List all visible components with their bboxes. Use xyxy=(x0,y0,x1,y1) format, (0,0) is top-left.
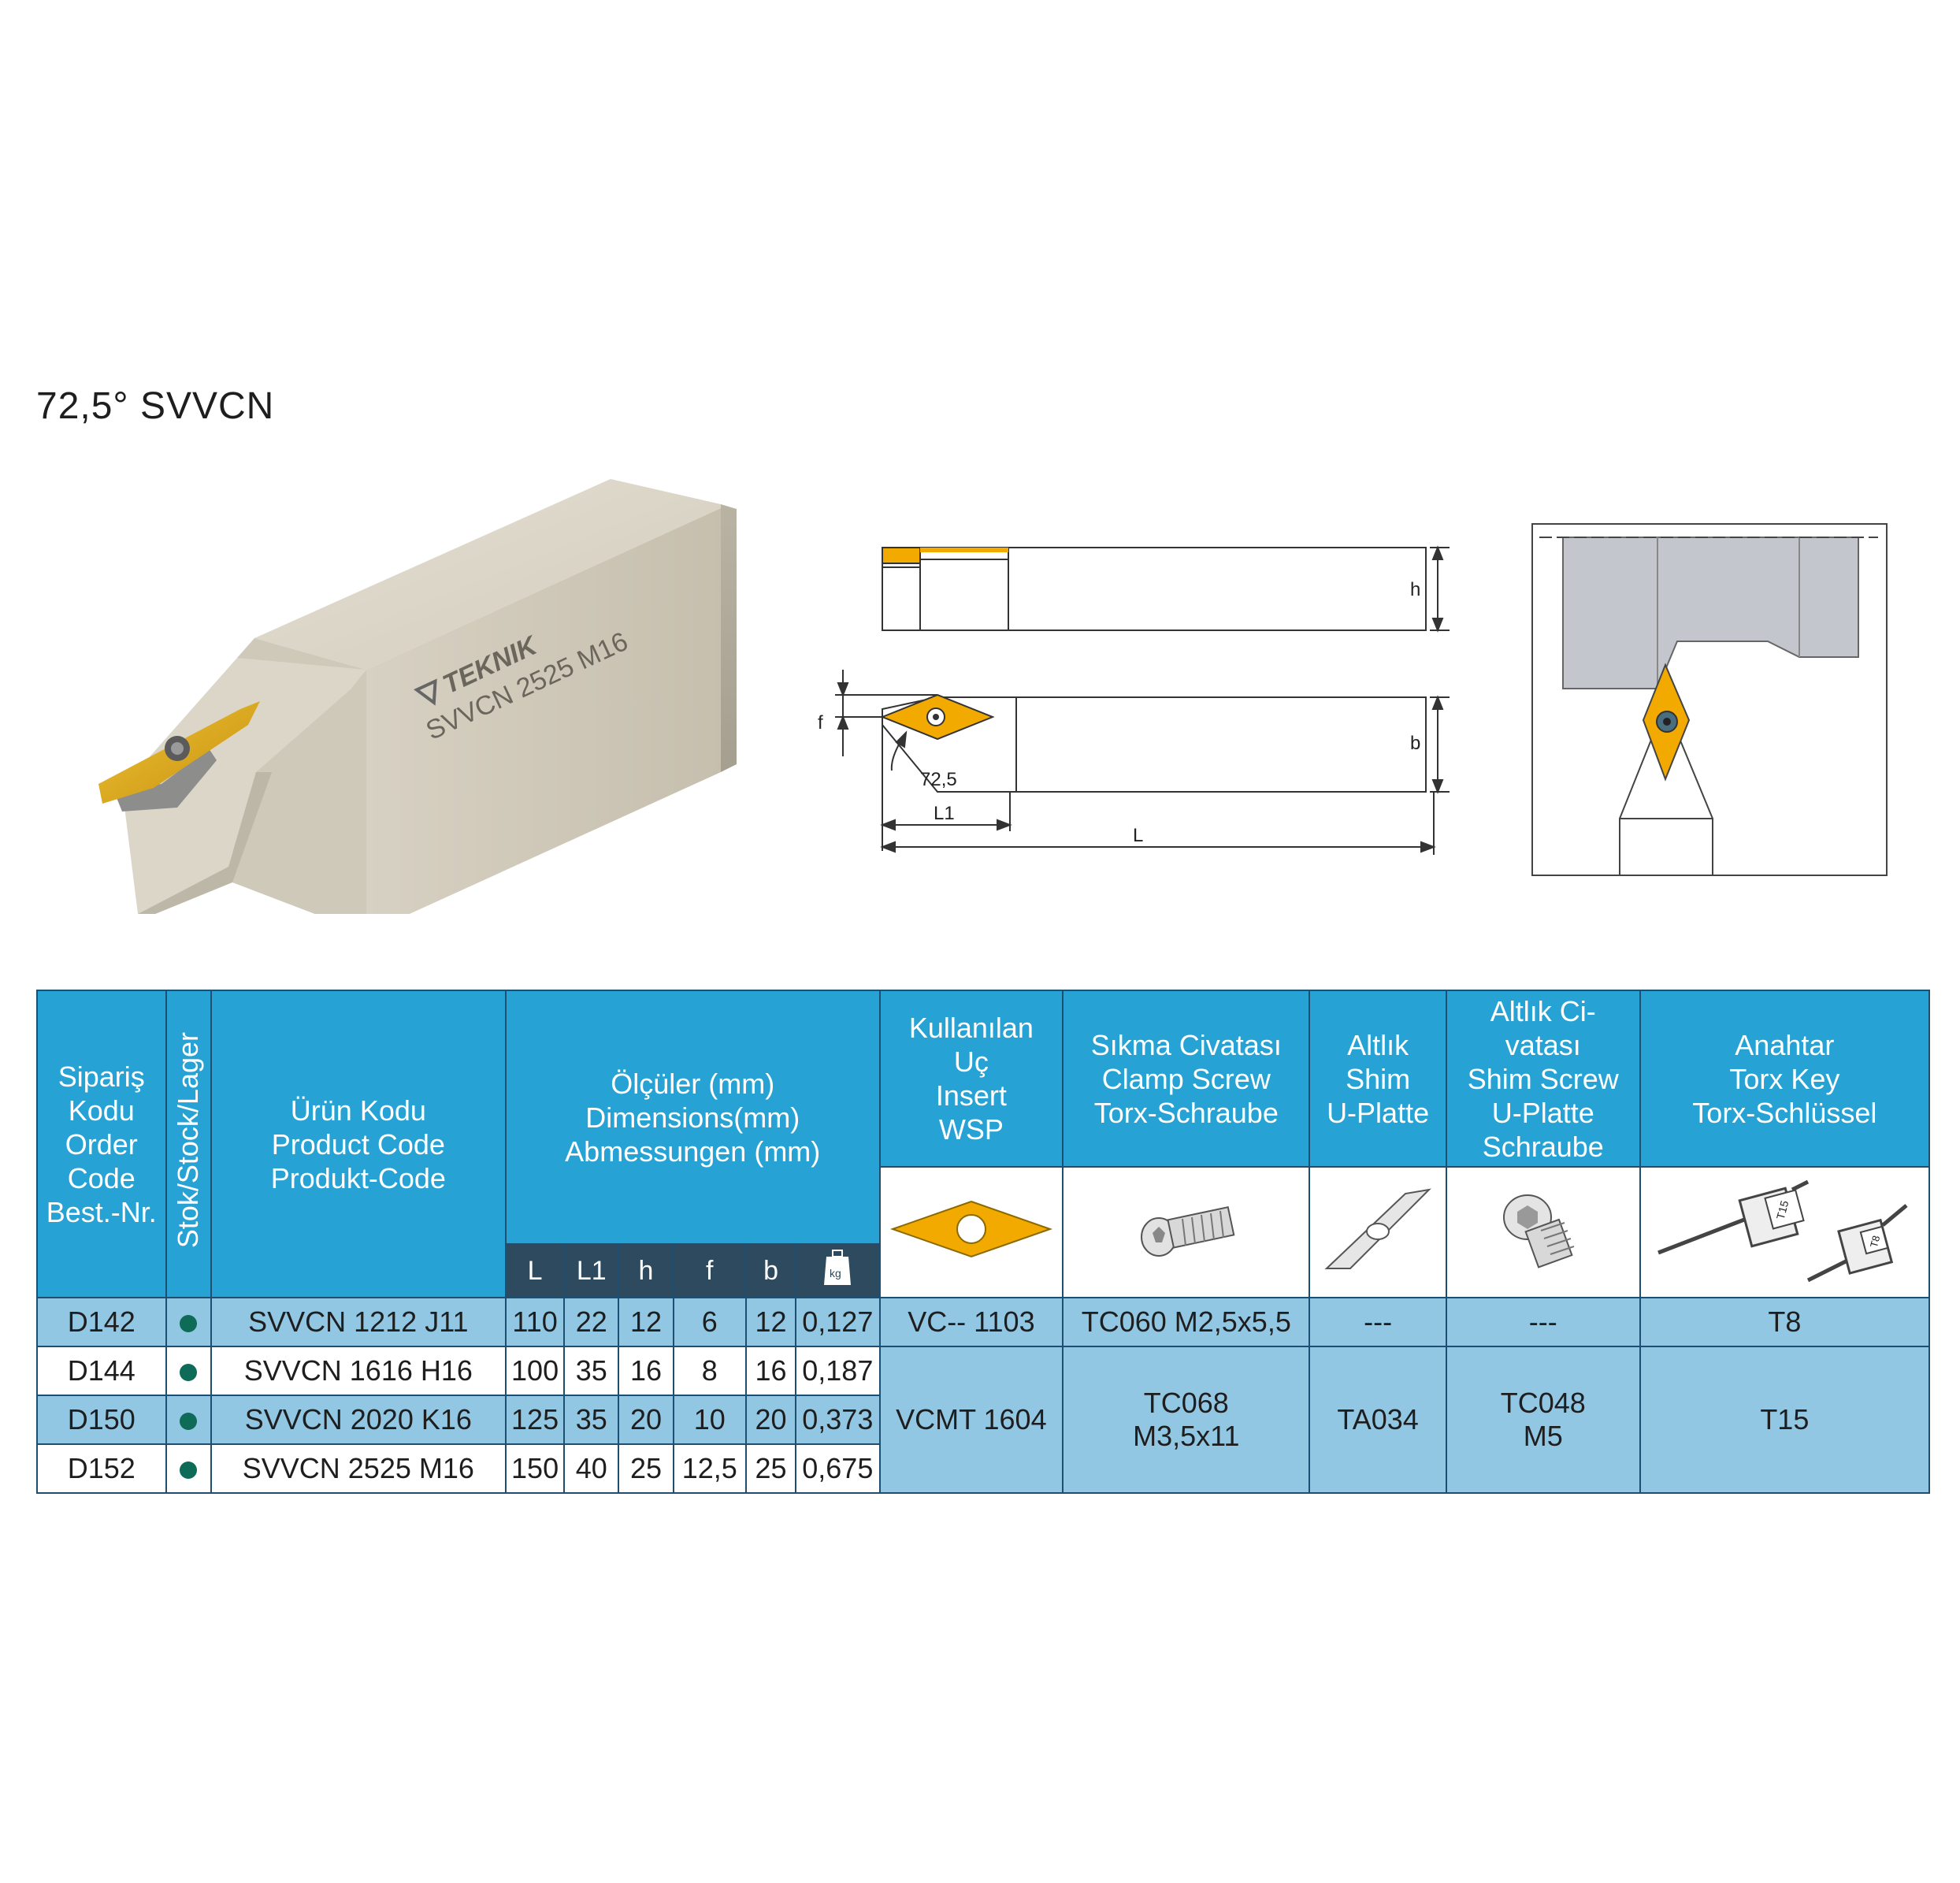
dim-h: 16 xyxy=(618,1346,674,1396)
dim-angle-label: 72,5 xyxy=(920,769,957,790)
stock-dot xyxy=(165,1443,212,1494)
dim-h: 20 xyxy=(618,1395,674,1445)
col-stock: Stok/Stock/Lager xyxy=(165,990,212,1298)
svg-text:kg: kg xyxy=(830,1267,841,1279)
torx-key-image: T15 T8 xyxy=(1639,1166,1931,1298)
application-view xyxy=(1531,523,1888,876)
dim-col-weight: kg xyxy=(795,1243,881,1298)
dim-l1-label: L1 xyxy=(934,803,955,824)
product-code: SVVCN 2525 M16 xyxy=(210,1443,507,1494)
order-code: D142 xyxy=(36,1297,167,1347)
product-code: SVVCN 1212 J11 xyxy=(210,1297,507,1347)
stock-dot xyxy=(165,1297,212,1347)
dim-b: 12 xyxy=(744,1297,797,1347)
clamp-screw-code: TC060 M2,5x5,5 xyxy=(1062,1297,1311,1347)
dim-l1: 22 xyxy=(563,1297,620,1347)
teknik-logo-icon xyxy=(414,678,437,706)
torx-key-icon: T15 T8 xyxy=(1657,1179,1908,1282)
page-title: 72,5° SVVCN xyxy=(36,385,275,427)
svg-text:T8: T8 xyxy=(1868,1234,1882,1249)
insert-image xyxy=(878,1166,1064,1298)
technical-drawing: h b f 72,5 L1 L xyxy=(818,545,1450,855)
dim-col-h: h xyxy=(618,1243,674,1298)
table-row: D142 SVVCN 1212 J11 110 22 12 6 12 0,127… xyxy=(36,1297,1931,1347)
in-stock-icon xyxy=(180,1364,198,1382)
col-dimensions: Ölçüler (mm)Dimensions(mm)Abmessungen (m… xyxy=(504,990,881,1245)
dim-f: 8 xyxy=(672,1346,747,1396)
tool-holder-photo: TEKNIK SVVCN 2525 M16 xyxy=(98,479,737,914)
in-stock-icon xyxy=(180,1413,198,1431)
in-stock-icon xyxy=(180,1315,198,1333)
table-row: D150 SVVCN 2020 K16 125 35 20 10 20 0,37… xyxy=(36,1395,1929,1445)
insert-code: VCMT 1604 xyxy=(878,1346,1064,1494)
insert-top-view xyxy=(882,547,921,564)
order-code: D150 xyxy=(36,1395,167,1445)
dim-h: 25 xyxy=(618,1443,674,1494)
weight-kg-icon: kg xyxy=(824,1249,852,1285)
order-code: D144 xyxy=(36,1346,167,1396)
dim-col-l1: L1 xyxy=(563,1243,620,1298)
product-code: SVVCN 1616 H16 xyxy=(210,1346,507,1396)
dim-l1: 40 xyxy=(563,1443,620,1494)
dim-col-f: f xyxy=(672,1243,747,1298)
dim-col-b: b xyxy=(744,1243,797,1298)
dim-b: 20 xyxy=(744,1395,797,1445)
clamp-screw-image xyxy=(1062,1166,1311,1298)
stock-dot xyxy=(165,1346,212,1396)
weight: 0,373 xyxy=(795,1395,881,1445)
order-code: D152 xyxy=(36,1443,167,1494)
dim-f: 12,5 xyxy=(672,1443,747,1494)
workpiece xyxy=(1562,537,1859,689)
torx-key-code: T15 xyxy=(1639,1346,1931,1494)
table-row: D152 SVVCN 2525 M16 150 40 25 12,5 25 0,… xyxy=(36,1443,1929,1494)
stock-dot xyxy=(165,1395,212,1445)
dim-l: 100 xyxy=(504,1346,566,1396)
dim-l1: 35 xyxy=(563,1395,620,1445)
shim-icon xyxy=(1324,1188,1432,1269)
shim-screw-icon xyxy=(1502,1194,1575,1268)
dim-h: 12 xyxy=(618,1297,674,1347)
dim-b: 16 xyxy=(744,1346,797,1396)
dim-l-label: L xyxy=(1133,825,1143,846)
dim-b: 25 xyxy=(744,1443,797,1494)
weight: 0,187 xyxy=(795,1346,881,1396)
dim-f-label: f xyxy=(818,712,823,734)
dim-f: 6 xyxy=(672,1297,747,1347)
dim-l: 150 xyxy=(504,1443,566,1494)
shim-code: --- xyxy=(1309,1297,1447,1347)
dim-col-l: L xyxy=(504,1243,566,1298)
table-row: D144 SVVCN 1616 H16 100 35 16 8 16 0,187… xyxy=(36,1346,1931,1494)
weight: 0,675 xyxy=(795,1443,881,1494)
shim-code: TA034 xyxy=(1309,1346,1447,1494)
shank-face xyxy=(366,508,721,914)
screw-icon xyxy=(1140,1205,1235,1257)
insert-code: VC-- 1103 xyxy=(878,1297,1064,1347)
shim-image xyxy=(1309,1166,1447,1298)
torx-key-code: T8 xyxy=(1639,1297,1931,1347)
svg-text:T15: T15 xyxy=(1774,1198,1791,1220)
dim-h-label: h xyxy=(1410,579,1420,600)
shim-screw-image xyxy=(1445,1166,1641,1298)
in-stock-icon xyxy=(180,1461,198,1480)
dim-l: 125 xyxy=(504,1395,566,1445)
dim-f: 10 xyxy=(672,1395,747,1445)
dim-l1: 35 xyxy=(563,1346,620,1396)
dim-b-label: b xyxy=(1410,733,1420,754)
shim xyxy=(114,748,217,812)
product-code: SVVCN 2020 K16 xyxy=(210,1395,507,1445)
shim-screw-code: --- xyxy=(1445,1297,1641,1347)
dim-l: 110 xyxy=(504,1297,566,1347)
weight: 0,127 xyxy=(795,1297,881,1347)
